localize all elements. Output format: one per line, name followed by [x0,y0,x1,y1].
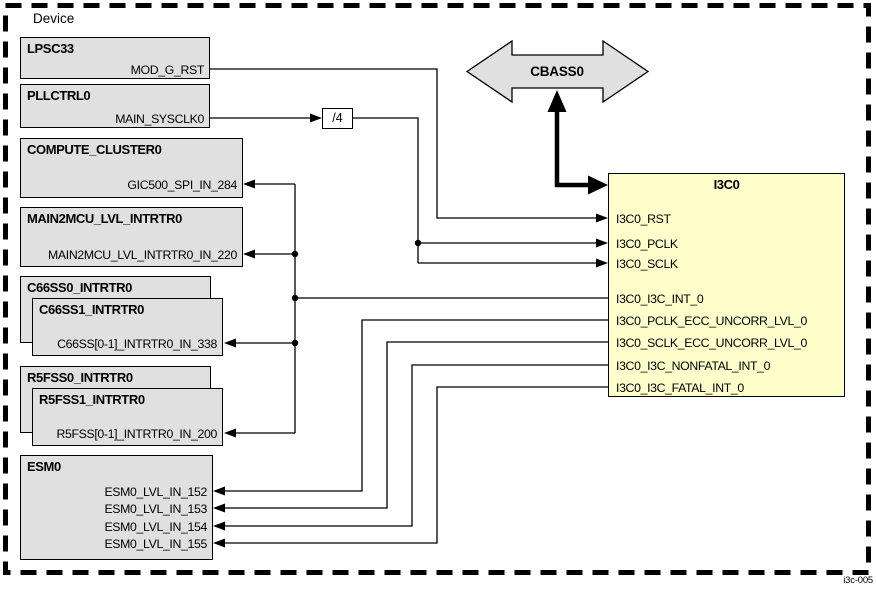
arrowheads [213,113,608,548]
block-title: MAIN2MCU_LVL_INTRTR0 [27,211,182,226]
arrowhead-gic-icon [243,179,255,189]
block-title: R5FSS0_INTRTR0 [27,370,133,385]
port-mod-g-rst: MOD_G_RST [130,63,205,77]
block-lpsc33: LPSC33 MOD_G_RST [20,37,210,79]
clock-divider-label: /4 [332,111,343,125]
bus-link-arrow-icon [547,90,608,195]
port-i3c0-rst: I3C0_RST [616,212,671,226]
block-r5fss1-intrtr0: R5FSS1_INTRTR0 R5FSS[0-1]_INTRTR0_IN_200 [32,388,223,446]
arrowhead-r5fss-icon [224,428,236,438]
port-i3c0-fatal-int: I3C0_I3C_FATAL_INT_0 [616,381,744,395]
block-title: PLLCTRL0 [27,88,91,103]
arrowhead-sclk-icon [596,258,608,268]
cbass0-bus-arrow-icon [465,39,650,104]
arrowhead-esm153-icon [213,503,225,513]
arrowhead-esm152-icon [213,486,225,496]
junction-dots [291,239,422,347]
arrowhead-esm154-icon [213,521,225,531]
block-pllctrl0: PLLCTRL0 MAIN_SYSCLK0 [20,84,210,128]
block-title: C66SS1_INTRTR0 [39,302,144,317]
arrowhead-main2mcu-icon [243,249,255,259]
port-i3c0-nonfatal-int: I3C0_I3C_NONFATAL_INT_0 [616,359,771,373]
wire-sclk-ecc-to-esm [224,341,608,509]
port-r5fss-in-200: R5FSS[0-1]_INTRTR0_IN_200 [56,427,217,441]
port-esm0-lvl-in-152: ESM0_LVL_IN_152 [104,485,207,499]
port-main-sysclk0: MAIN_SYSCLK0 [115,112,204,126]
port-i3c0-sclk: I3C0_SCLK [616,257,678,271]
cbass0-bus-label: CBASS0 [530,64,584,79]
block-title: C66SS0_INTRTR0 [27,280,132,295]
port-esm0-lvl-in-153: ESM0_LVL_IN_153 [104,502,207,516]
arrowhead-pclk-icon [596,238,608,248]
block-esm0: ESM0 ESM0_LVL_IN_152 ESM0_LVL_IN_153 ESM… [20,455,213,560]
port-i3c0-pclk: I3C0_PCLK [616,237,678,251]
block-title: ESM0 [27,459,61,474]
module-title: I3C0 [713,177,740,192]
arrowhead-c66ss-icon [224,338,236,348]
arrowhead-div4-icon [310,113,322,123]
port-esm0-lvl-in-155: ESM0_LVL_IN_155 [104,537,207,551]
device-boundary-border [3,3,871,575]
wire-div4-out [353,117,419,263]
port-i3c0-i3c-int-0: I3C0_I3C_INT_0 [616,292,704,306]
port-i3c0-sclk-ecc-uncorr: I3C0_SCLK_ECC_UNCORR_LVL_0 [616,336,807,350]
port-gic500-spi-in-284: GIC500_SPI_IN_284 [127,178,237,192]
port-main2mcu-in-220: MAIN2MCU_LVL_INTRTR0_IN_220 [48,248,237,262]
device-boundary-label: Device [33,11,75,26]
arrowhead-rst-icon [596,213,608,223]
block-main2mcu-intrtr0: MAIN2MCU_LVL_INTRTR0 MAIN2MCU_LVL_INTRTR… [20,207,243,267]
port-esm0-lvl-in-154: ESM0_LVL_IN_154 [104,520,207,534]
block-title: LPSC33 [27,41,74,56]
wire-pclk-ecc-to-esm [224,319,608,492]
block-compute-cluster0: COMPUTE_CLUSTER0 GIC500_SPI_IN_284 [20,138,243,198]
figure-id-label: i3c-005 [843,575,873,586]
clock-divider-box: /4 [322,108,353,129]
arrowhead-esm155-icon [213,538,225,548]
wire-mod-g-rst [209,68,597,219]
signal-wires [209,68,608,544]
port-c66ss-in-338: C66SS[0-1]_INTRTR0_IN_338 [57,337,217,351]
block-c66ss1-intrtr0: C66SS1_INTRTR0 C66SS[0-1]_INTRTR0_IN_338 [32,298,223,356]
wire-fatal-to-esm [224,386,608,544]
module-i3c0: I3C0 I3C0_RST I3C0_PCLK I3C0_SCLK I3C0_I… [608,173,845,397]
wire-nonfatal-to-esm [224,364,608,527]
block-title: R5FSS1_INTRTR0 [39,392,145,407]
port-i3c0-pclk-ecc-uncorr: I3C0_PCLK_ECC_UNCORR_LVL_0 [616,314,807,328]
block-title: COMPUTE_CLUSTER0 [27,142,162,157]
